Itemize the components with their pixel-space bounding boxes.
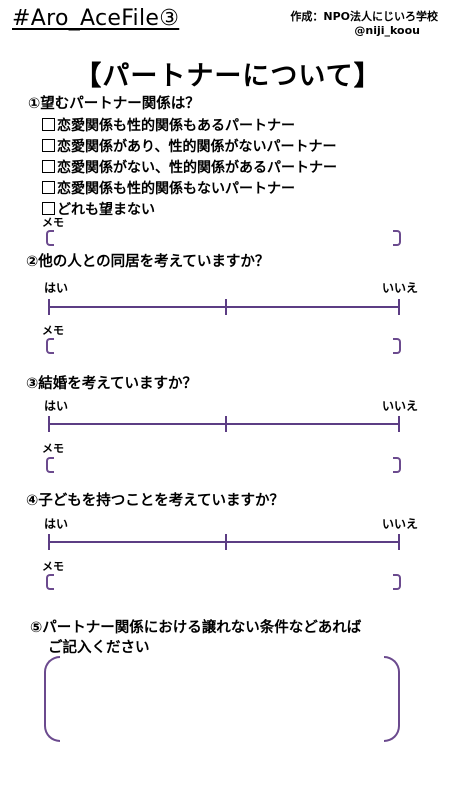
memo-label: メモ bbox=[42, 324, 64, 337]
scale-tick bbox=[225, 416, 227, 432]
option-item[interactable]: 恋愛関係があり、性的関係がないパートナー bbox=[42, 135, 337, 156]
question-5-subtitle: ご記入ください bbox=[48, 640, 150, 656]
scale-no-label: いいえ bbox=[382, 517, 419, 531]
option-item[interactable]: 恋愛関係がない、性的関係があるパートナー bbox=[42, 156, 337, 177]
answer-bracket-left bbox=[44, 656, 60, 742]
memo-label: メモ bbox=[42, 216, 64, 229]
memo-bracket-right bbox=[393, 338, 401, 354]
answer-bracket-right bbox=[384, 656, 400, 742]
checkbox-icon[interactable] bbox=[42, 202, 55, 215]
credit-author: 作成：NPO法人にじいろ学校 bbox=[290, 10, 438, 23]
option-label: 恋愛関係も性的関係もあるパートナー bbox=[57, 117, 295, 134]
scale-no-label: いいえ bbox=[382, 399, 419, 413]
checkbox-icon[interactable] bbox=[42, 181, 55, 194]
scale-yes-label: はい bbox=[44, 281, 69, 295]
scale-no-label: いいえ bbox=[382, 281, 419, 295]
scale-tick bbox=[225, 299, 227, 315]
option-label: 恋愛関係も性的関係もないパートナー bbox=[57, 180, 295, 197]
scale-line bbox=[48, 541, 400, 543]
option-item[interactable]: 恋愛関係も性的関係もないパートナー bbox=[42, 177, 337, 198]
memo-bracket-left bbox=[46, 457, 54, 473]
scale-tick bbox=[48, 416, 50, 432]
rating-scale[interactable] bbox=[48, 416, 400, 432]
scale-line bbox=[48, 423, 400, 425]
scale-tick bbox=[48, 534, 50, 550]
scale-tick bbox=[48, 299, 50, 315]
checkbox-icon[interactable] bbox=[42, 139, 55, 152]
memo-bracket-right bbox=[393, 457, 401, 473]
checkbox-icon[interactable] bbox=[42, 160, 55, 173]
memo-label: メモ bbox=[42, 560, 64, 573]
rating-scale[interactable] bbox=[48, 534, 400, 550]
question-4: ④子どもを持つことを考えていますか？ bbox=[26, 493, 285, 509]
scale-yes-label: はい bbox=[44, 517, 69, 531]
rating-scale[interactable] bbox=[48, 299, 400, 315]
page-title: 【パートナーについて】 bbox=[74, 61, 382, 92]
scale-tick bbox=[398, 416, 400, 432]
memo-bracket-right bbox=[393, 574, 401, 590]
scale-tick bbox=[398, 299, 400, 315]
free-answer-area[interactable] bbox=[60, 660, 384, 736]
option-label: 恋愛関係がない、性的関係があるパートナー bbox=[57, 159, 337, 176]
memo-label: メモ bbox=[42, 442, 64, 455]
option-label: どれも望まない bbox=[57, 201, 155, 218]
memo-bracket-left bbox=[46, 230, 54, 246]
scale-yes-label: はい bbox=[44, 399, 69, 413]
question-2: ②他の人との同居を考えていますか？ bbox=[26, 254, 270, 270]
scale-line bbox=[48, 306, 400, 308]
credit-handle: @niji_koou bbox=[354, 24, 420, 37]
option-label: 恋愛関係があり、性的関係がないパートナー bbox=[57, 138, 337, 155]
options-list: 恋愛関係も性的関係もあるパートナー 恋愛関係があり、性的関係がないパートナー 恋… bbox=[42, 114, 337, 219]
option-item[interactable]: どれも望まない bbox=[42, 198, 337, 219]
scale-tick bbox=[225, 534, 227, 550]
option-item[interactable]: 恋愛関係も性的関係もあるパートナー bbox=[42, 114, 337, 135]
memo-bracket-left bbox=[46, 338, 54, 354]
question-5: ⑤パートナー関係における譲れない条件などあれば bbox=[30, 620, 362, 636]
checkbox-icon[interactable] bbox=[42, 118, 55, 131]
memo-bracket-left bbox=[46, 574, 54, 590]
question-3: ③結婚を考えていますか？ bbox=[26, 376, 198, 392]
scale-tick bbox=[398, 534, 400, 550]
hashtag-title: #Aro_AceFile③ bbox=[12, 6, 180, 31]
memo-bracket-right bbox=[393, 230, 401, 246]
question-1: ①望むパートナー関係は？ bbox=[28, 96, 200, 112]
